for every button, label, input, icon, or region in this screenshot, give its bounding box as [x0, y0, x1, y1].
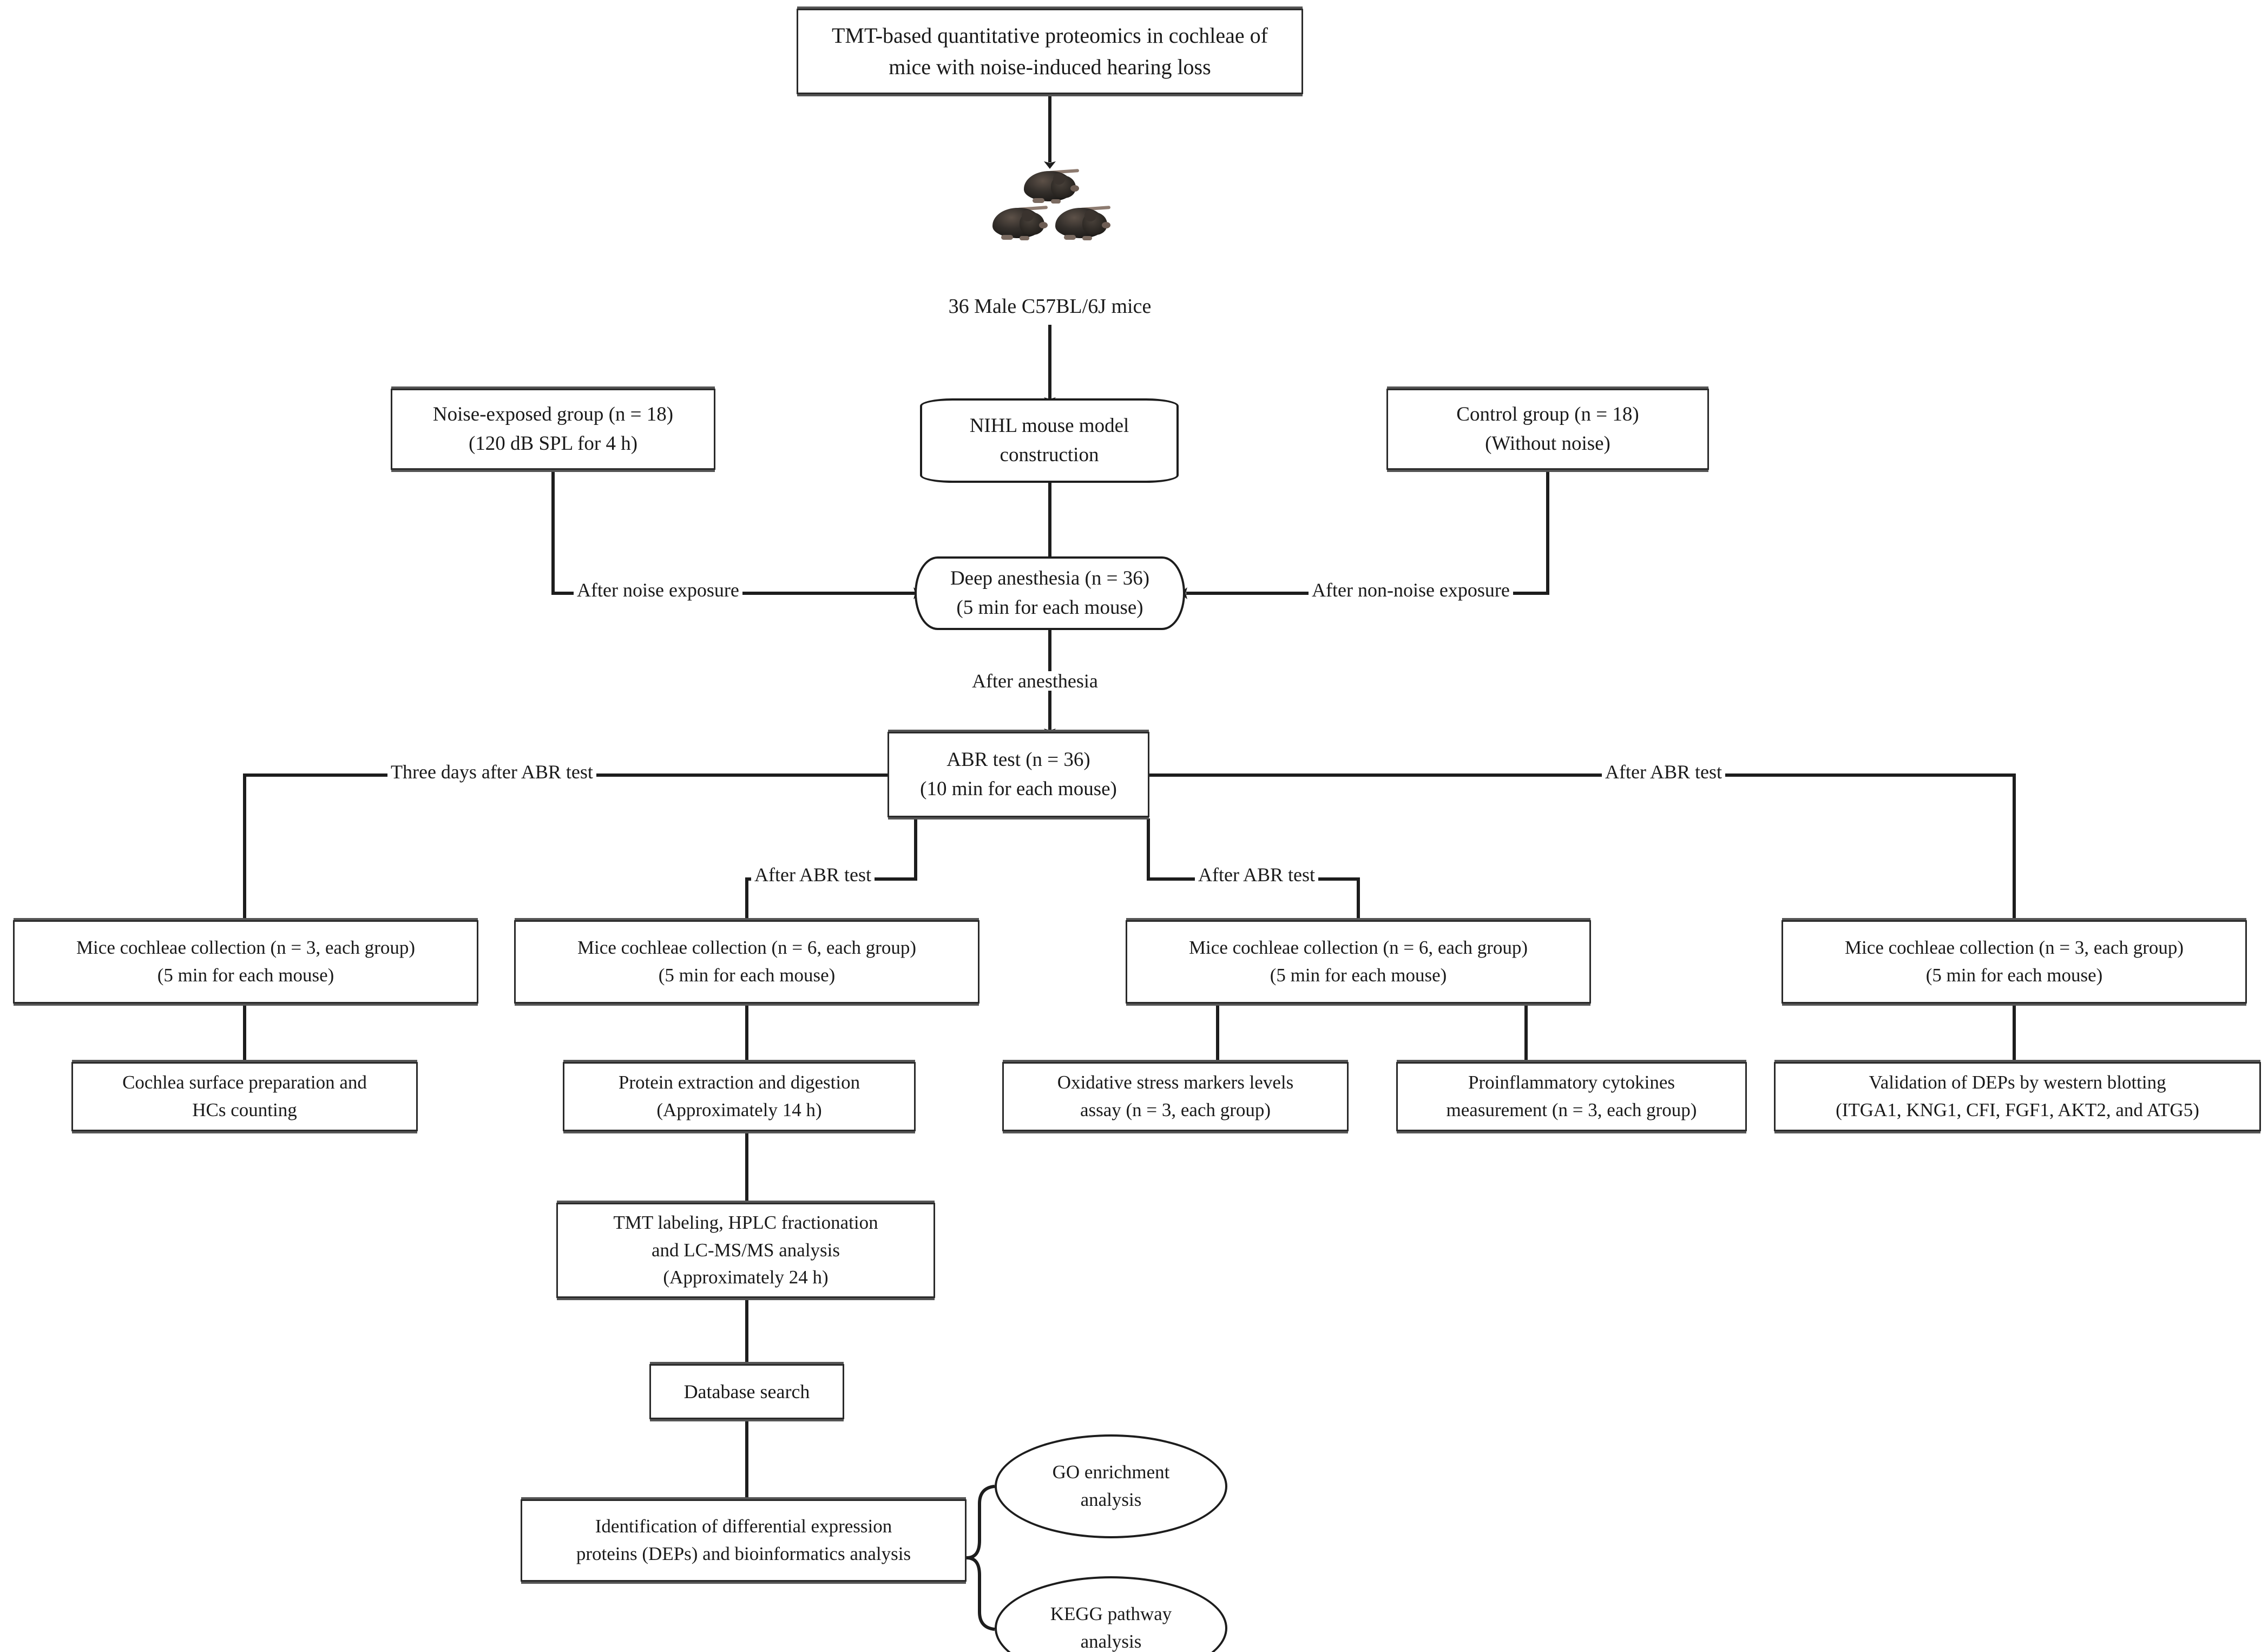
proinflammatory-cytokines-box: Proinflammatory cytokines measurement (n…	[1396, 1062, 1747, 1131]
go-line2: analysis	[1080, 1489, 1142, 1510]
cochlea-surface-line2: HCs counting	[192, 1099, 297, 1120]
edge-label-text: After non-noise exposure	[1312, 579, 1510, 601]
control-group-box: Control group (n = 18) (Without noise)	[1386, 389, 1709, 470]
cytokines-line2: measurement (n = 3, each group)	[1446, 1099, 1697, 1120]
anesthesia-line2: (5 min for each mouse)	[956, 596, 1143, 619]
tmt-line3: (Approximately 24 h)	[663, 1267, 829, 1288]
oxidative-stress-box: Oxidative stress markers levels assay (n…	[1002, 1062, 1349, 1131]
edge-deps-to-kegg	[966, 1556, 995, 1631]
control-group-line2: (Without noise)	[1485, 432, 1610, 455]
edge-label-text: After anesthesia	[972, 670, 1098, 692]
noise-group-line2: (120 dB SPL for 4 h)	[468, 432, 638, 455]
kegg-line2: analysis	[1080, 1631, 1142, 1652]
mice-illustration	[969, 163, 1131, 240]
deps-line2: proteins (DEPs) and bioinformatics analy…	[576, 1543, 911, 1564]
edge-label-after-non-noise-exposure: After non-noise exposure	[1309, 580, 1513, 600]
edge-abr-to-collect4	[1148, 773, 2020, 927]
collect1-line1: Mice cochleae collection (n = 3, each gr…	[76, 937, 416, 959]
edge-abr-to-collect1	[239, 773, 888, 927]
title-text: TMT-based quantitative proteomics in coc…	[831, 23, 1268, 79]
database-search-box: Database search	[649, 1364, 844, 1419]
mice-cochleae-collection-box-3: Mice cochleae collection (n = 6, each gr…	[1126, 920, 1591, 1004]
edge-label-text: After noise exposure	[577, 579, 739, 601]
protein-line1: Protein extraction and digestion	[618, 1072, 860, 1093]
edge-label-after-abr-mid-right: After ABR test	[1195, 865, 1318, 884]
protein-line2: (Approximately 14 h)	[656, 1099, 822, 1120]
abr-line1: ABR test (n = 36)	[946, 749, 1090, 771]
abr-test-box: ABR test (n = 36) (10 min for each mouse…	[888, 732, 1149, 817]
cochlea-surface-prep-box: Cochlea surface preparation and HCs coun…	[71, 1062, 418, 1131]
tmt-labeling-box: TMT labeling, HPLC fractionation and LC-…	[556, 1203, 935, 1298]
mouse-icon	[1021, 163, 1080, 204]
validation-deps-box: Validation of DEPs by western blotting (…	[1774, 1062, 2261, 1131]
collect2-line1: Mice cochleae collection (n = 6, each gr…	[577, 937, 917, 959]
edge-deps-to-go	[966, 1485, 995, 1559]
title-box: TMT-based quantitative proteomics in coc…	[797, 9, 1303, 94]
validation-line2: (ITGA1, KNG1, CFI, FGF1, AKT2, and ATG5)	[1836, 1099, 2199, 1120]
edge-label-three-days-after-abr: Three days after ABR test	[387, 762, 596, 782]
protein-extraction-box: Protein extraction and digestion (Approx…	[563, 1062, 916, 1131]
edge-noise-to-anesthesia	[551, 470, 921, 599]
database-search-text: Database search	[683, 1380, 810, 1402]
mice-cochleae-collection-box-1: Mice cochleae collection (n = 3, each gr…	[13, 920, 478, 1004]
tmt-line2: and LC-MS/MS analysis	[651, 1239, 840, 1261]
cochlea-surface-line1: Cochlea surface preparation and	[122, 1072, 367, 1093]
edge-label-text: After ABR test	[1198, 864, 1315, 886]
edge-label-after-abr-mid-left: After ABR test	[751, 865, 875, 884]
edge-label-after-abr-right: After ABR test	[1602, 762, 1725, 782]
kegg-line1: KEGG pathway	[1050, 1603, 1172, 1625]
edge-label-text: After ABR test	[754, 864, 871, 886]
collect2-line2: (5 min for each mouse)	[658, 965, 836, 986]
go-line1: GO enrichment	[1052, 1461, 1170, 1483]
oxidative-line2: assay (n = 3, each group)	[1080, 1099, 1271, 1120]
cytokines-line1: Proinflammatory cytokines	[1468, 1072, 1675, 1093]
edge-label-after-noise-exposure: After noise exposure	[574, 580, 742, 600]
noise-exposed-group-box: Noise-exposed group (n = 18) (120 dB SPL…	[391, 389, 715, 470]
noise-group-line1: Noise-exposed group (n = 18)	[432, 403, 674, 426]
edge-label-text: After ABR test	[1605, 761, 1722, 783]
edge-label-text: Three days after ABR test	[391, 761, 593, 783]
control-group-line1: Control group (n = 18)	[1456, 403, 1639, 426]
collect4-line2: (5 min for each mouse)	[1925, 965, 2103, 986]
nihl-line2: construction	[1000, 444, 1099, 466]
mice-row-bottom	[989, 200, 1111, 240]
oxidative-line1: Oxidative stress markers levels	[1057, 1072, 1294, 1093]
deps-line1: Identification of differential expressio…	[595, 1516, 892, 1537]
collect1-line2: (5 min for each mouse)	[157, 965, 334, 986]
collect3-line2: (5 min for each mouse)	[1270, 965, 1447, 986]
collect3-line1: Mice cochleae collection (n = 6, each gr…	[1188, 937, 1528, 959]
deep-anesthesia-box: Deep anesthesia (n = 36) (5 min for each…	[915, 556, 1185, 630]
mouse-icon	[1052, 200, 1111, 240]
nihl-line1: NIHL mouse model	[969, 415, 1129, 437]
edge-label-after-anesthesia: After anesthesia	[969, 671, 1101, 691]
mice-caption: 36 Male C57BL/6J mice	[936, 294, 1163, 318]
mice-cochleae-collection-box-2: Mice cochleae collection (n = 6, each gr…	[514, 920, 979, 1004]
mouse-icon	[989, 200, 1048, 240]
validation-line1: Validation of DEPs by western blotting	[1869, 1072, 2166, 1093]
abr-line2: (10 min for each mouse)	[920, 778, 1117, 800]
go-enrichment-ellipse: GO enrichment analysis	[995, 1434, 1227, 1538]
deps-identification-box: Identification of differential expressio…	[521, 1499, 967, 1582]
mice-caption-text: 36 Male C57BL/6J mice	[948, 295, 1152, 318]
mice-row-top	[1021, 163, 1080, 204]
edge-control-to-anesthesia	[1180, 470, 1549, 599]
mice-cochleae-collection-box-4: Mice cochleae collection (n = 3, each gr…	[1781, 920, 2247, 1004]
anesthesia-line1: Deep anesthesia (n = 36)	[950, 567, 1150, 590]
nihl-model-box: NIHL mouse model construction	[920, 398, 1179, 483]
collect4-line1: Mice cochleae collection (n = 3, each gr…	[1844, 937, 2184, 959]
tmt-line1: TMT labeling, HPLC fractionation	[613, 1211, 878, 1233]
